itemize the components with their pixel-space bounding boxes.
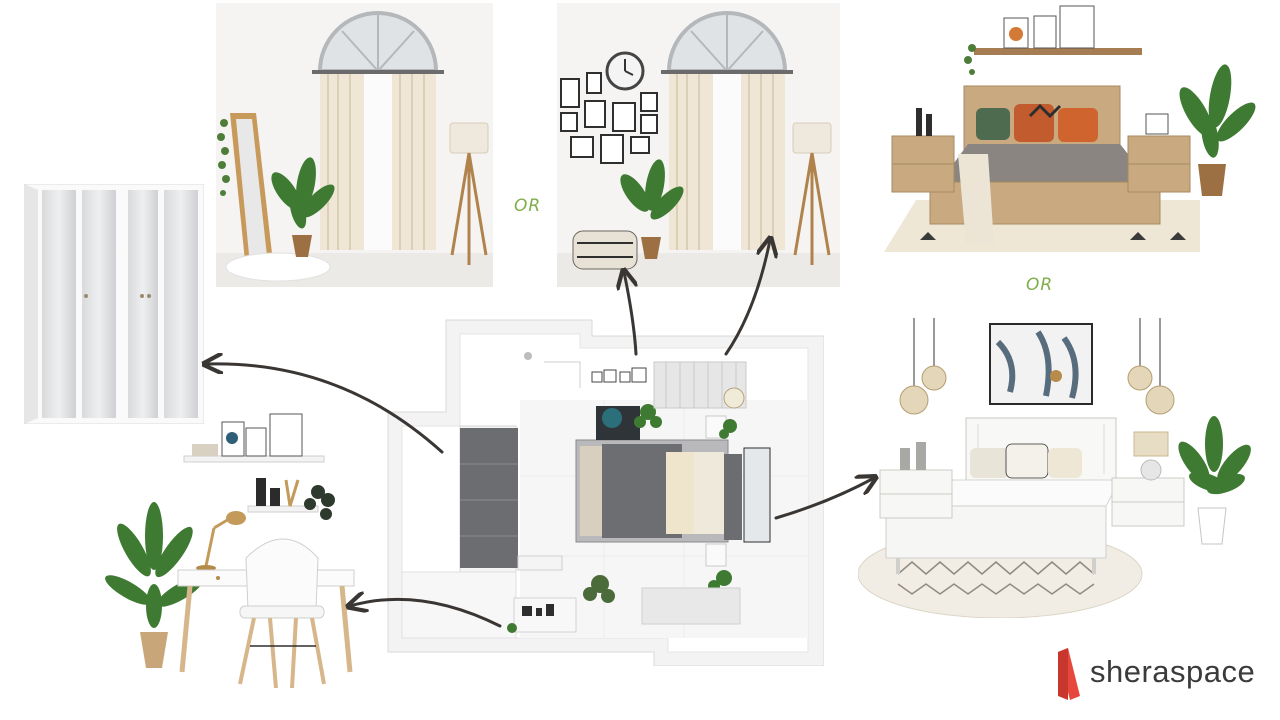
rustic-wooden-bed-option [880,4,1256,256]
bedroom-floor-plan-3d [384,316,824,666]
arched-window-mirror-option [216,3,493,287]
brand-name: sheraspace [1090,654,1256,689]
sheraspace-logo-mark [1058,648,1080,700]
wardrobe-illustration [24,184,204,424]
white-bed-option [858,312,1258,618]
arched-window-gallery-wall-option [557,3,840,287]
or-label-top: OR [514,196,542,216]
study-desk-chair-set [104,410,364,692]
or-label-right: OR [1026,275,1054,295]
